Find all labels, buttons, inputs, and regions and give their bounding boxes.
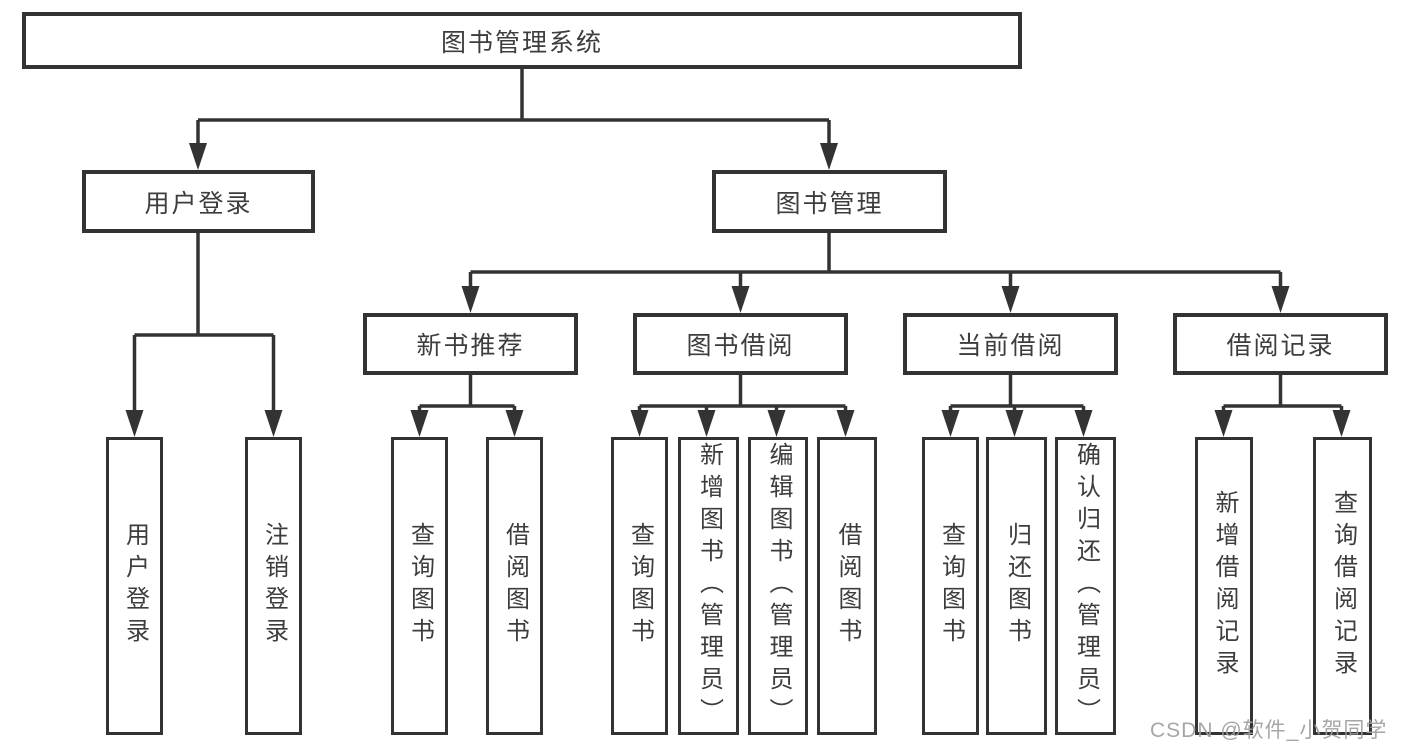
node-borrow-books-leaf: 借阅图书 [817,437,877,735]
arrow-down-icon [410,410,429,437]
node-query-books-recommend: 查询图书 [391,437,448,735]
arrow-down-icon [697,410,716,437]
node-label: 注销登录 [260,522,288,650]
node-user-login: 用户登录 [82,170,315,233]
arrow-down-icon [1271,286,1290,313]
node-label: 查询图书 [406,522,434,650]
arrow-down-icon [125,410,144,437]
node-add-borrow-record: 新增借阅记录 [1195,437,1253,735]
arrow-down-icon [264,410,283,437]
node-label: 新书推荐 [416,332,525,360]
arrow-down-icon [941,410,960,437]
arrow-down-icon [1001,286,1020,313]
arrow-down-icon [1005,410,1024,437]
arrow-down-icon [630,410,649,437]
node-label: 当前借阅 [956,332,1065,360]
node-book-management: 图书管理 [712,170,947,233]
node-label: 图书管理 [775,189,884,218]
node-label: 借阅记录 [1226,332,1335,360]
arrow-down-icon [461,286,480,313]
arrow-down-icon [1214,410,1233,437]
node-label: 归还图书 [1003,522,1031,650]
node-book-borrow: 图书借阅 [633,313,848,375]
node-user-login-leaf: 用户登录 [106,437,163,735]
node-query-borrow-record: 查询借阅记录 [1313,437,1372,735]
node-borrow-records: 借阅记录 [1173,313,1388,375]
csdn-watermark: CSDN @软件_小贺同学 [1150,719,1388,742]
node-label: 查询图书 [626,522,654,650]
node-query-books-borrow: 查询图书 [611,437,668,735]
arrow-down-icon [820,143,838,170]
node-return-book: 归还图书 [986,437,1047,735]
node-query-books-current: 查询图书 [922,437,979,735]
node-label: 用户登录 [121,522,149,650]
node-label: 查询图书 [937,522,965,650]
node-label: 借阅图书 [501,522,529,650]
node-label: 新增借阅记录 [1211,490,1238,682]
arrowheads [125,143,1351,437]
arrow-down-icon [836,410,855,437]
node-label: 新增图书（管理员） [695,442,723,730]
node-library-system: 图书管理系统 [22,12,1022,69]
node-edit-book-admin: 编辑图书（管理员） [748,437,808,735]
arrow-down-icon [505,410,524,437]
node-confirm-return-admin: 确认归还（管理员） [1055,437,1116,735]
arrow-down-icon [767,410,786,437]
node-label: 用户登录 [144,189,253,218]
arrow-down-icon [1074,410,1093,437]
node-logout-leaf: 注销登录 [245,437,302,735]
node-label: 查询借阅记录 [1329,490,1357,682]
arrow-down-icon [1332,410,1351,437]
arrow-down-icon [189,143,207,170]
node-add-book-admin: 新增图书（管理员） [678,437,739,735]
node-current-borrow: 当前借阅 [903,313,1118,375]
arrow-down-icon [731,286,750,313]
node-borrow-books-recommend: 借阅图书 [486,437,543,735]
node-label: 图书借阅 [686,332,795,360]
node-label: 借阅图书 [834,522,861,650]
node-label: 确认归还（管理员） [1072,442,1100,730]
node-label: 编辑图书（管理员） [765,442,792,730]
node-new-book-recommend: 新书推荐 [363,313,578,375]
node-label: 图书管理系统 [440,28,603,57]
